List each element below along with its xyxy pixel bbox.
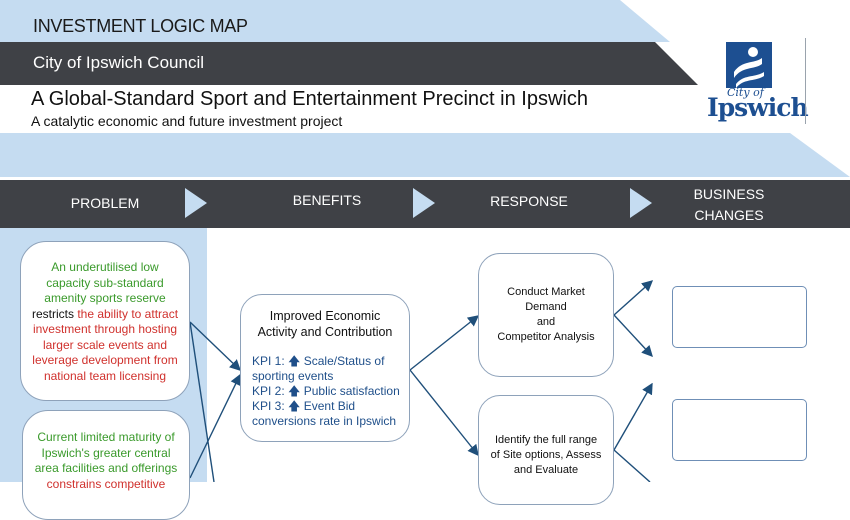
chevron-arrow-3 bbox=[630, 188, 652, 218]
kpi-3: KPI 3: 🡅 Event Bid bbox=[252, 399, 409, 414]
connector-p1-benefit bbox=[189, 321, 242, 371]
problem-1-connector: restricts bbox=[31, 306, 74, 321]
response-1-line3: and bbox=[536, 316, 556, 328]
council-name: City of Ipswich Council bbox=[33, 53, 205, 72]
response-2-line3: and Evaluate bbox=[513, 464, 579, 476]
up-arrow-icon: 🡅 bbox=[288, 384, 301, 398]
map-title: INVESTMENT LOGIC MAP bbox=[33, 16, 248, 36]
up-arrow-icon: 🡅 bbox=[288, 354, 301, 368]
connector-r2-bc bbox=[613, 382, 653, 451]
business-change-box-1 bbox=[672, 286, 807, 348]
up-arrow-icon: 🡅 bbox=[288, 399, 301, 413]
kpi-1: KPI 1: 🡅 Scale/Status of bbox=[252, 354, 409, 369]
response-1-line2: Demand bbox=[525, 301, 567, 313]
response-box-2: Identify the full range of Site options,… bbox=[478, 395, 614, 505]
problem-box-2: Current limited maturity of Ipswich's gr… bbox=[22, 410, 190, 520]
connector-benefit-r2 bbox=[409, 369, 479, 457]
connector-benefit-r1 bbox=[409, 315, 480, 371]
column-changes: CHANGES bbox=[694, 207, 764, 223]
response-1-line4: Competitor Analysis bbox=[497, 331, 595, 343]
connector-r1-bc1 bbox=[613, 280, 654, 316]
logo-name-text: Ipswich bbox=[707, 93, 809, 122]
problem-2-text: Current limited maturity of Ipswich's gr… bbox=[23, 411, 189, 492]
response-2-line1: Identify the full range bbox=[494, 434, 598, 446]
project-subtitle: A catalytic economic and future investme… bbox=[31, 113, 343, 129]
problem-box-1: An underutilised low capacity sub-standa… bbox=[20, 241, 190, 401]
problem-1-red: the ability to attract investment throug… bbox=[32, 306, 179, 383]
kpi-3-text: Event Bid bbox=[303, 399, 356, 413]
project-title: A Global-Standard Sport and Entertainmen… bbox=[31, 88, 588, 110]
kpi-1-cont: sporting events bbox=[252, 369, 334, 383]
ipswich-crest-icon bbox=[726, 42, 772, 88]
mid-light-band bbox=[0, 133, 850, 177]
problem-2-red: constrains competitive bbox=[46, 476, 166, 491]
benefit-title-line2: Activity and Contribution bbox=[257, 325, 393, 339]
connector-r2-down bbox=[613, 449, 651, 482]
column-problem: PROBLEM bbox=[70, 195, 140, 211]
response-1-line1: Conduct Market bbox=[507, 286, 585, 298]
connector-p2-benefit bbox=[189, 373, 241, 479]
kpi-2-text: Public satisfaction bbox=[303, 384, 400, 398]
kpi-2-label: KPI 2: bbox=[252, 384, 285, 398]
problem-1-text: An underutilised low capacity sub-standa… bbox=[21, 242, 189, 384]
column-benefits: BENEFITS bbox=[292, 192, 362, 208]
kpi-1-label: KPI 1: bbox=[252, 354, 285, 368]
problem-2-green: Current limited maturity of Ipswich's gr… bbox=[34, 430, 178, 475]
connector-r1-bc2 bbox=[613, 314, 653, 358]
response-2-line2: of Site options, Assess bbox=[490, 449, 602, 461]
column-response: RESPONSE bbox=[490, 193, 568, 209]
response-box-1: Conduct Market Demand and Competitor Ana… bbox=[478, 253, 614, 377]
business-change-box-2 bbox=[672, 399, 807, 461]
chevron-arrow-2 bbox=[413, 188, 435, 218]
top-light-band bbox=[0, 0, 670, 42]
council-bar bbox=[0, 42, 698, 85]
kpi-2: KPI 2: 🡅 Public satisfaction bbox=[252, 384, 409, 399]
problem-1-green: An underutilised low capacity sub-standa… bbox=[44, 260, 166, 305]
chevron-arrow-1 bbox=[185, 188, 207, 218]
kpi-3-cont: conversions rate in Ipswich bbox=[252, 414, 397, 428]
connector-p1-down bbox=[189, 321, 215, 482]
logo-city-text: City of bbox=[727, 86, 764, 99]
benefit-title-line1: Improved Economic bbox=[269, 309, 381, 323]
kpi-3-label: KPI 3: bbox=[252, 399, 285, 413]
column-business: BUSINESS bbox=[693, 186, 765, 202]
logo-divider bbox=[805, 38, 806, 124]
kpi-1-text: Scale/Status of bbox=[303, 354, 385, 368]
benefit-box: Improved Economic Activity and Contribut… bbox=[240, 294, 410, 442]
